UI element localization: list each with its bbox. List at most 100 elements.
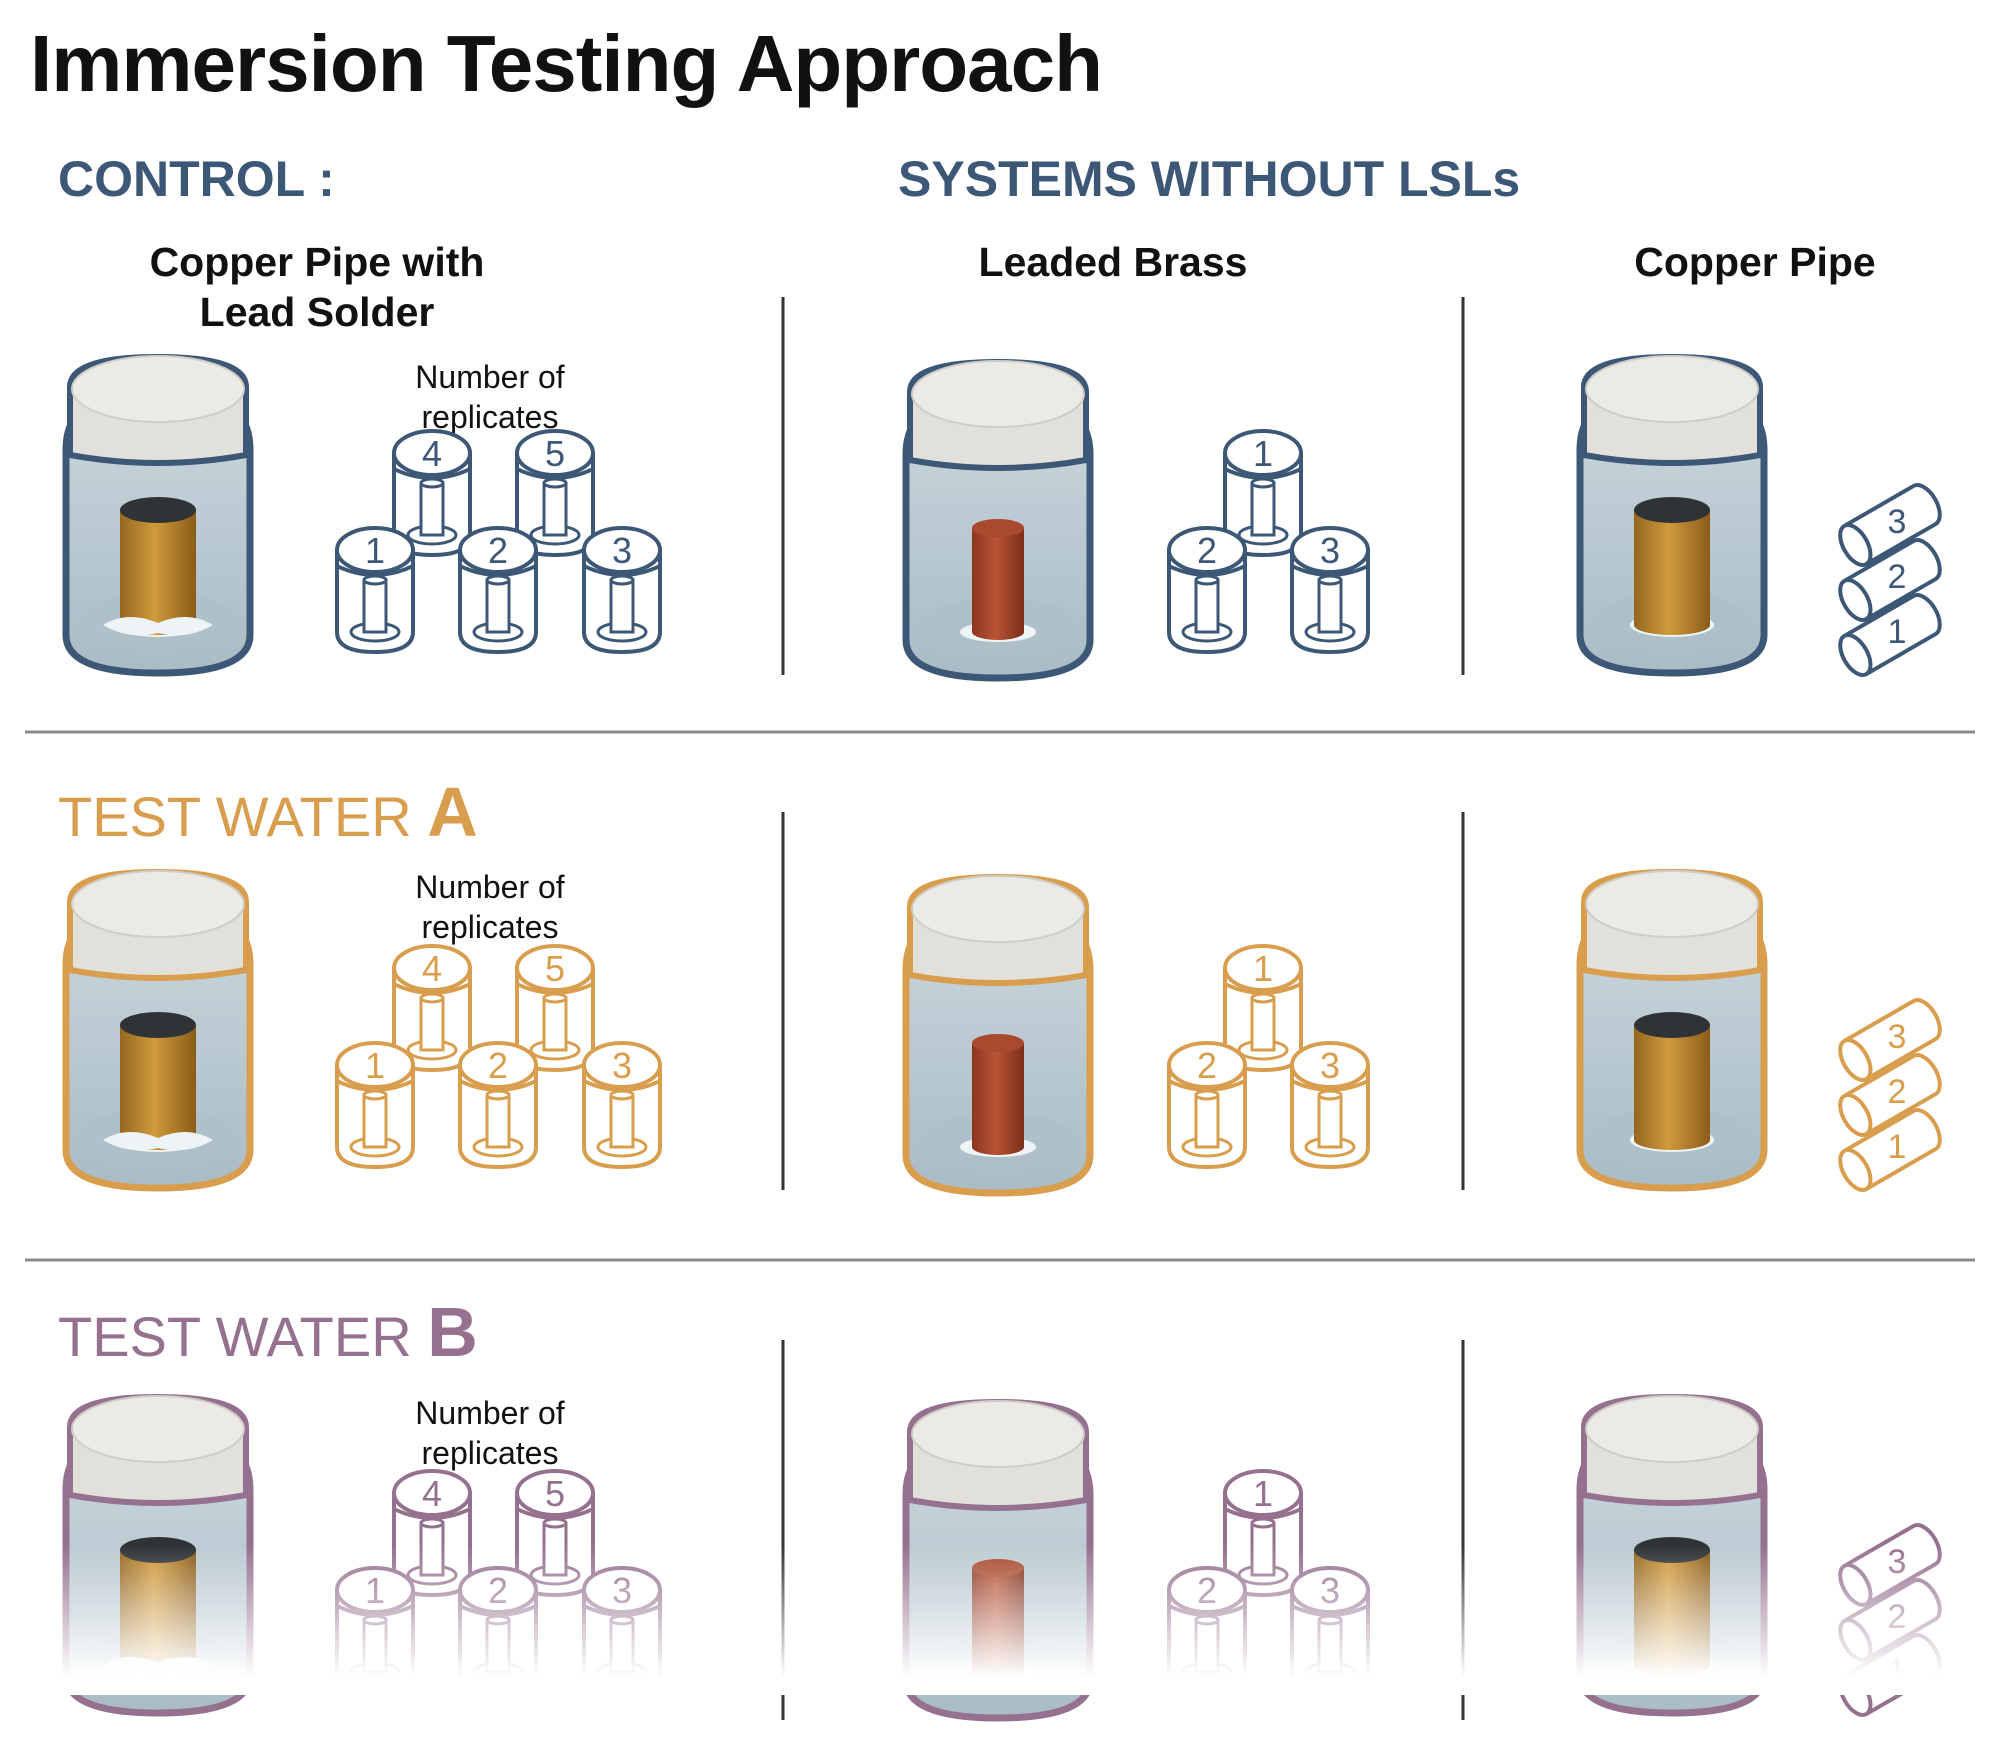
leaded-brass bbox=[972, 528, 1024, 632]
replicate-number: 4 bbox=[422, 1473, 442, 1514]
replicate-number: 3 bbox=[612, 530, 632, 571]
jar-lid-top bbox=[911, 875, 1085, 943]
replicate-pipe-top bbox=[1317, 1089, 1343, 1101]
replicate-pipe bbox=[419, 996, 445, 1052]
test-water-a-letter: A bbox=[427, 773, 478, 851]
replicate-pipe-top bbox=[542, 1517, 568, 1529]
replicate-number: 1 bbox=[365, 530, 385, 571]
jar-brass bbox=[902, 873, 1094, 1197]
pipe-replicate-number: 2 bbox=[1887, 1073, 1906, 1111]
replicate-pipe-top bbox=[485, 1089, 511, 1101]
replicate-pipe bbox=[542, 996, 568, 1052]
column-header-solder: Copper Pipe with Lead Solder bbox=[117, 237, 517, 337]
replicate-pipe-top bbox=[362, 1089, 388, 1101]
replicate-pipe-top bbox=[1317, 574, 1343, 586]
jar-lid-top bbox=[71, 870, 245, 938]
jar-copper bbox=[1576, 353, 1768, 677]
replicate-2: 2 bbox=[1167, 526, 1247, 655]
pipe-replicate-end bbox=[1838, 578, 1873, 622]
replicate-pipe-top bbox=[1250, 992, 1276, 1004]
replicate-number: 4 bbox=[422, 948, 442, 989]
replicate-number: 5 bbox=[545, 948, 565, 989]
pipe-replicate-number: 2 bbox=[1887, 558, 1906, 596]
pipe-replicate-1: 1 bbox=[1838, 593, 1942, 677]
replicate-lid-rim bbox=[515, 968, 595, 995]
replicate-pipe bbox=[609, 1093, 635, 1149]
replicate-3: 3 bbox=[582, 1041, 662, 1170]
replicate-number: 5 bbox=[545, 1473, 565, 1514]
replicate-lid-rim bbox=[515, 1493, 595, 1520]
replicate-2: 2 bbox=[458, 526, 538, 655]
copper-pipe bbox=[1634, 1025, 1710, 1140]
pipe-replicate-3: 3 bbox=[1838, 998, 1942, 1082]
replicate-pipe-top bbox=[419, 1517, 445, 1529]
replicate-pipe-top bbox=[609, 574, 635, 586]
pipe-replicate-2: 2 bbox=[1838, 538, 1942, 622]
rows: 451231231234512312312345123123123 bbox=[62, 353, 1942, 1722]
replicate-5: 5 bbox=[515, 429, 595, 558]
replicate-pipe-top bbox=[419, 477, 445, 489]
copper-pipe-opening bbox=[120, 1012, 196, 1038]
test-water-b-text: TEST WATER bbox=[58, 1305, 412, 1368]
replicate-number: 1 bbox=[1253, 948, 1273, 989]
replicate-lid-rim bbox=[1290, 550, 1370, 577]
fade-overlay bbox=[0, 1545, 2000, 1695]
replicate-pipe-top bbox=[1250, 1517, 1276, 1529]
column-header-copper: Copper Pipe bbox=[1634, 239, 1876, 285]
jar-lid-top bbox=[1585, 1395, 1759, 1463]
pipe-replicate-number: 1 bbox=[1887, 1128, 1906, 1166]
replicate-pipe bbox=[1250, 481, 1276, 537]
replicates-label-water-a: Number of replicates bbox=[380, 867, 600, 947]
replicate-number: 1 bbox=[1253, 433, 1273, 474]
replicate-pipe bbox=[485, 578, 511, 634]
copper-pipe-base bbox=[1634, 1130, 1710, 1150]
replicate-number: 4 bbox=[422, 433, 442, 474]
copper-pipe-opening bbox=[120, 497, 196, 523]
pipe-replicate-end bbox=[1838, 1093, 1873, 1137]
page-title: Immersion Testing Approach bbox=[30, 19, 1103, 108]
pipe-replicate-end bbox=[1838, 633, 1873, 677]
lead-solder bbox=[103, 616, 213, 636]
replicate-pipe-top bbox=[1250, 477, 1276, 489]
replicate-pipe bbox=[362, 1093, 388, 1149]
copper-pipe-base bbox=[1634, 615, 1710, 635]
column-header-solder-line2: Lead Solder bbox=[199, 289, 435, 335]
replicate-lid-rim bbox=[335, 550, 415, 577]
replicate-pipe bbox=[609, 578, 635, 634]
replicate-number: 3 bbox=[1320, 1045, 1340, 1086]
leaded-brass-top bbox=[972, 519, 1024, 537]
replicate-lid-rim bbox=[392, 1493, 472, 1520]
replicate-pipe bbox=[1194, 578, 1220, 634]
replicate-lid-rim bbox=[1167, 550, 1247, 577]
replicates-label-line1: Number of bbox=[415, 869, 565, 905]
pipe-replicate-1: 1 bbox=[1838, 1108, 1942, 1192]
jar-lid-top bbox=[71, 355, 245, 423]
replicates-label-line2: replicates bbox=[421, 1435, 559, 1471]
replicate-pipe-top bbox=[609, 1089, 635, 1101]
replicates-label-line2: replicates bbox=[421, 909, 559, 945]
replicate-3: 3 bbox=[582, 526, 662, 655]
replicate-pipe-top bbox=[362, 574, 388, 586]
replicate-3: 3 bbox=[1290, 1041, 1370, 1170]
copper-pipe bbox=[120, 1025, 196, 1140]
replicate-1: 1 bbox=[1223, 429, 1303, 558]
replicate-2: 2 bbox=[458, 1041, 538, 1170]
dividers bbox=[25, 297, 1975, 1720]
copper-pipe bbox=[1634, 510, 1710, 625]
leaded-brass-base bbox=[972, 624, 1024, 640]
pipe-replicate-2: 2 bbox=[1838, 1053, 1942, 1137]
test-water-a-label: TEST WATER A bbox=[58, 772, 478, 852]
systems-without-lsl-label: SYSTEMS WITHOUT LSLs bbox=[898, 151, 1521, 207]
lead-solder bbox=[103, 1131, 213, 1151]
replicate-pipe bbox=[1317, 578, 1343, 634]
column-header-solder-line1: Copper Pipe with bbox=[149, 239, 485, 285]
replicate-pipe bbox=[362, 578, 388, 634]
replicate-lid-rim bbox=[458, 1065, 538, 1092]
jar-brass bbox=[902, 358, 1094, 682]
replicate-lid-rim bbox=[1223, 968, 1303, 995]
leaded-brass bbox=[972, 1043, 1024, 1147]
jar-lid-top bbox=[1585, 870, 1759, 938]
leaded-brass-top bbox=[972, 1034, 1024, 1052]
control-label: CONTROL : bbox=[58, 151, 335, 207]
